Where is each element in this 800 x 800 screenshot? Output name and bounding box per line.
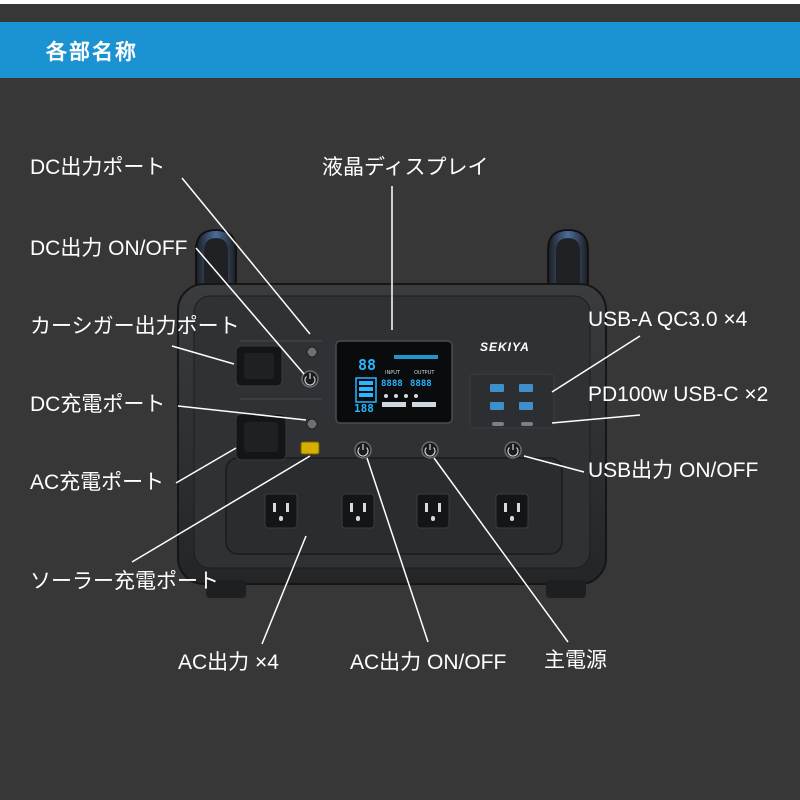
brand-logo-text: SEKIYA — [480, 340, 530, 354]
leader-usb-c — [551, 414, 641, 424]
right-handle — [547, 228, 589, 291]
leader-car-cigar-port — [171, 345, 235, 365]
label-lcd-display: 液晶ディスプレイ — [322, 156, 489, 179]
usb-c-port-icon — [492, 422, 533, 426]
ac-outlet-icon — [264, 493, 298, 529]
label-pd-usb-c: PD100w USB-C ×2 — [588, 383, 769, 406]
usb-panel — [469, 373, 555, 429]
label-car-cigar-port: カーシガー出力ポート — [30, 315, 240, 338]
power-button-icon — [301, 370, 319, 388]
dc-output-port — [306, 346, 318, 358]
solar-charge-port — [300, 441, 320, 455]
leader-main-power — [433, 457, 569, 643]
leader-ac-charge-port — [175, 447, 237, 484]
usb-a-port-icon — [490, 384, 533, 410]
foot-left — [206, 580, 246, 598]
lcd-left-top: 88 — [358, 356, 377, 374]
foot-right — [546, 580, 586, 598]
leader-ac-output-onoff — [366, 457, 429, 643]
top-strip — [0, 0, 800, 4]
label-ac-output-onoff: AC出力 ON/OFF — [350, 651, 507, 674]
section-title: 各部名称 — [46, 41, 138, 64]
leader-usb-a — [551, 335, 641, 393]
leader-dc-charge-port — [177, 405, 307, 421]
lcd-output-label: OUTPUT — [414, 370, 435, 376]
left-handle — [195, 228, 237, 291]
label-main-power: 主電源 — [544, 649, 607, 672]
dc-charge-port — [306, 418, 318, 430]
ac-charge-port — [235, 413, 287, 461]
ac-outlet-icon — [341, 493, 375, 529]
label-dc-output-port: DC出力ポート — [30, 156, 166, 179]
lcd-left-bottom: 188 — [354, 402, 374, 415]
leader-usb-output-onoff — [523, 455, 585, 473]
lcd-input-label: INPUT — [385, 370, 400, 376]
lcd-input-value: 8888 — [381, 379, 403, 389]
lcd-output-value: 8888 — [410, 379, 432, 389]
label-usb-a-qc: USB-A QC3.0 ×4 — [588, 308, 748, 331]
label-solar-charge-port: ソーラー充電ポート — [30, 570, 219, 593]
label-usb-output-onoff: USB出力 ON/OFF — [588, 459, 759, 482]
section-header: 各部名称 — [0, 22, 800, 78]
power-button-icon — [354, 441, 372, 459]
label-dc-output-onoff: DC出力 ON/OFF — [30, 237, 188, 260]
power-button-icon — [421, 441, 439, 459]
leader-dc-output-port — [181, 177, 311, 335]
leader-dc-output-onoff — [195, 247, 305, 375]
leader-lines — [131, 177, 641, 645]
lcd-display — [335, 340, 453, 424]
car-cigar-port — [235, 345, 283, 387]
leader-solar-charge-port — [131, 455, 311, 563]
leader-ac-output — [261, 535, 307, 645]
label-ac-charge-port: AC充電ポート — [30, 471, 165, 494]
ac-outlet-icon — [495, 493, 529, 529]
label-ac-output: AC出力 ×4 — [178, 651, 279, 674]
label-dc-charge-port: DC充電ポート — [30, 393, 166, 416]
power-button-icon — [504, 441, 522, 459]
ac-outlet-icon — [416, 493, 450, 529]
